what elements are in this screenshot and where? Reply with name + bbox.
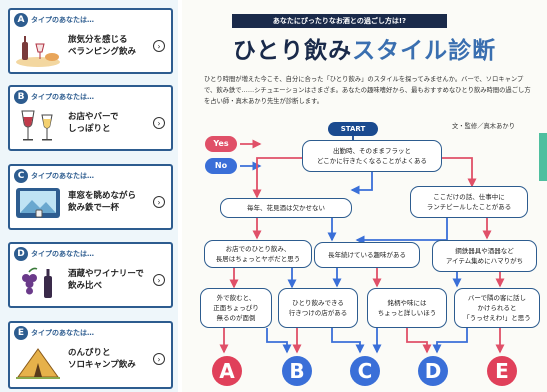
- train-window-icon: [16, 188, 60, 218]
- result-d[interactable]: D: [418, 356, 448, 386]
- question-brand-knowledge: 銘柄や味には ちょっと詳しいほう: [367, 288, 447, 328]
- title-part1: ひとり飲み: [232, 38, 353, 64]
- type-card-d[interactable]: D タイプのあなたは… 酒蔵やワイナリーで 飲み比べ ›: [8, 242, 173, 308]
- result-e[interactable]: E: [487, 356, 517, 386]
- card-subtitle: タイプのあなたは…: [31, 16, 94, 24]
- card-subtitle: タイプのあなたは…: [31, 93, 94, 101]
- type-card-b[interactable]: B タイプのあなたは… お店やバーで しっぽりと ›: [8, 85, 173, 151]
- question-collecting: 鋼鉄器具や酒器など アイテム集めにハマりがち: [432, 240, 537, 272]
- question-hanami: 毎年、花見酒は欠かせない: [220, 198, 352, 218]
- question-regular-bar: ひとり飲みできる 行きつけの店がある: [278, 288, 358, 328]
- chevron-right-icon[interactable]: ›: [153, 196, 165, 208]
- question-hobby: 長年続けている趣味がある: [314, 242, 420, 268]
- grapes-bottle-icon: [22, 267, 52, 298]
- card-subtitle: タイプのあなたは…: [31, 250, 94, 258]
- header-banner: あなたにぴったりなお酒との過ごし方は!?: [232, 14, 447, 28]
- question-lunch-beer: ここだけの話、仕事中に ランチビールしたことがある: [410, 186, 528, 218]
- result-a[interactable]: A: [212, 356, 242, 386]
- card-title: のんびりと ソロキャンプ飲み: [68, 348, 136, 370]
- chevron-right-icon[interactable]: ›: [153, 117, 165, 129]
- type-card-e[interactable]: E タイプのあなたは… のんびりと ソロキャンプ飲み ›: [8, 321, 173, 389]
- type-card-a[interactable]: A タイプのあなたは… 旅気分を感じる ベランピング飲み ›: [8, 8, 173, 74]
- type-badge: E: [14, 326, 28, 340]
- question-commute: 出勤時、そのままフラッと どこかに行きたくなることがよくある: [302, 140, 442, 172]
- question-going-out: 外で飲むと、 正面ちょっぴり 無るのが面倒: [200, 288, 272, 328]
- intro-text: ひとり時間が増えた今こそ、自分に合った「ひとり飲み」のスタイルを探ってみませんか…: [204, 76, 531, 105]
- card-head: B タイプのあなたは…: [14, 90, 94, 104]
- type-card-c[interactable]: C タイプのあなたは… 車窓を眺めながら 飲み鉄で一杯 ›: [8, 164, 173, 230]
- side-tab[interactable]: [539, 133, 547, 181]
- start-label: START: [328, 122, 378, 136]
- result-b[interactable]: B: [282, 356, 312, 386]
- type-badge: B: [14, 90, 28, 104]
- type-list-panel: A タイプのあなたは… 旅気分を感じる ベランピング飲み › B タイプのあなた…: [0, 0, 178, 392]
- title-part2: スタイル診断: [352, 38, 497, 64]
- page-title: ひとり飲みスタイル診断: [182, 31, 547, 65]
- type-badge: A: [14, 13, 28, 27]
- card-title: 酒蔵やワイナリーで 飲み比べ: [68, 269, 144, 291]
- yes-legend: Yes: [205, 136, 237, 152]
- wine-picnic-icon: [16, 36, 60, 67]
- card-title: 旅気分を感じる ベランピング飲み: [68, 35, 137, 57]
- card-head: C タイプのあなたは…: [14, 169, 94, 183]
- type-badge: C: [14, 169, 28, 183]
- card-subtitle: タイプのあなたは…: [31, 329, 94, 337]
- chevron-right-icon[interactable]: ›: [153, 40, 165, 52]
- card-title: お店やバーで しっぽりと: [68, 112, 119, 134]
- diagnosis-panel: あなたにぴったりなお酒との過ごし方は!? ひとり飲みスタイル診断 ひとり時間が増…: [182, 0, 547, 392]
- question-bar-neighbor: バーで隣の客に話し かけられると 「うっせえわ!」と思う: [454, 288, 540, 328]
- tent-icon: [16, 348, 60, 379]
- card-head: D タイプのあなたは…: [14, 247, 94, 261]
- card-subtitle: タイプのあなたは…: [31, 172, 94, 180]
- type-badge: D: [14, 247, 28, 261]
- chevron-right-icon[interactable]: ›: [153, 353, 165, 365]
- no-legend: No: [205, 158, 237, 174]
- card-head: A タイプのあなたは…: [14, 13, 94, 27]
- wine-glasses-icon: [21, 110, 53, 141]
- question-long-stay: お店でのひとり飲み、 長居はちょっとヤボだと思う: [204, 240, 312, 268]
- credit-text: 文・監修／真木あかり: [452, 123, 515, 130]
- result-c[interactable]: C: [350, 356, 380, 386]
- card-head: E タイプのあなたは…: [14, 326, 94, 340]
- card-title: 車窓を眺めながら 飲み鉄で一杯: [68, 191, 137, 213]
- chevron-right-icon[interactable]: ›: [153, 274, 165, 286]
